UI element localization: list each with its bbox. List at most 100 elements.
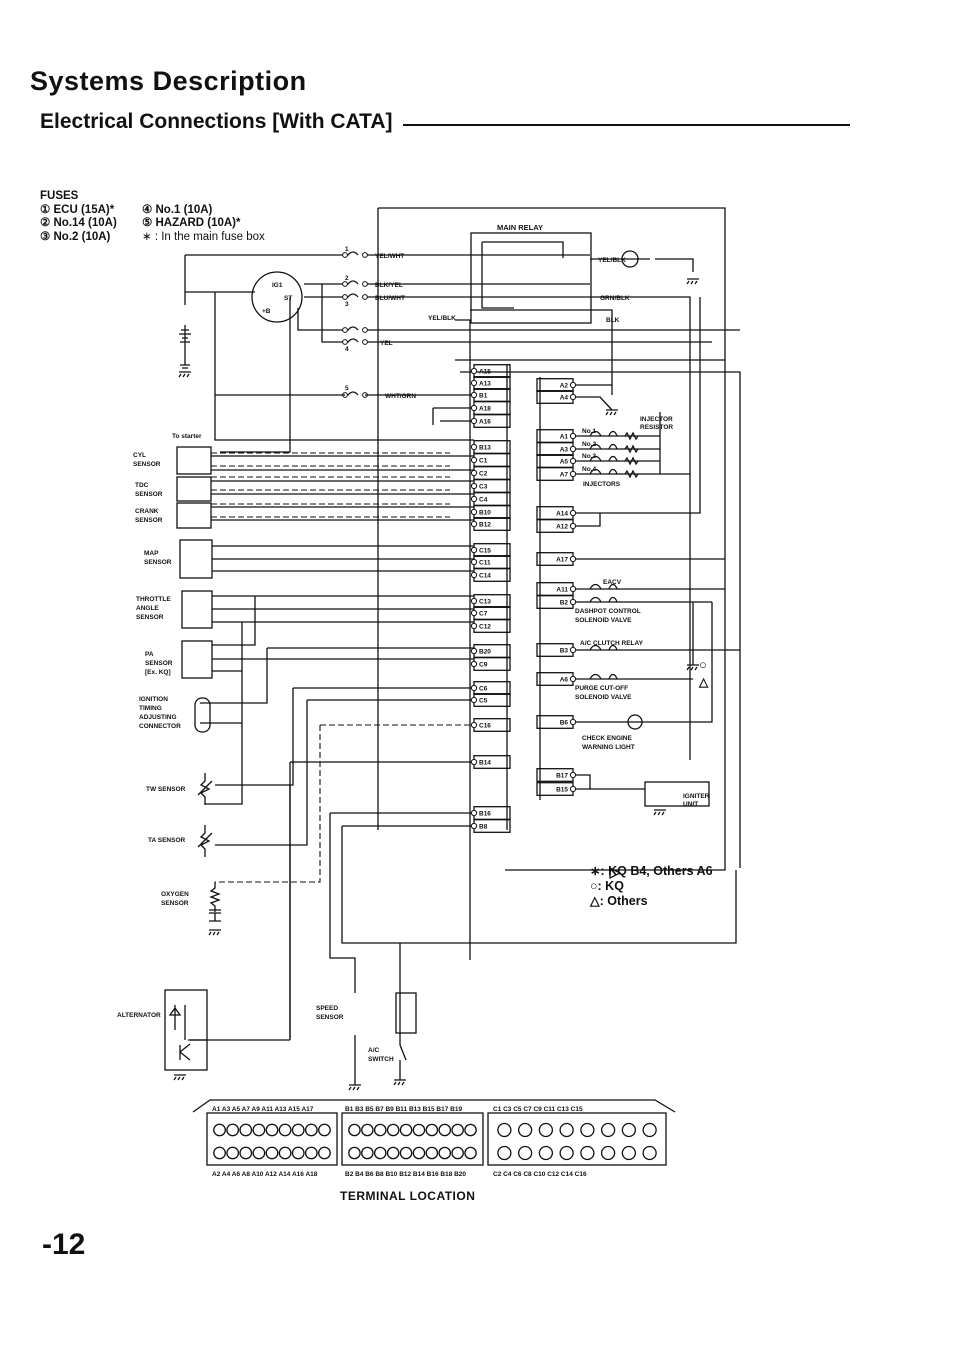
page-title: Systems Description xyxy=(30,66,307,96)
terminal-pin-icon xyxy=(470,822,478,830)
oxygen-sensor-label: SENSOR xyxy=(161,900,189,907)
terminal-pin-icon xyxy=(470,546,478,554)
connector-pin-icon xyxy=(265,1123,279,1137)
connector-pin-icon xyxy=(497,1145,512,1161)
connector-pin-icon xyxy=(318,1123,331,1137)
terminal-location-diagram: A1 A3 A5 A7 A9 A11 A13 A15 A17 A2 A4 A6 … xyxy=(192,1099,676,1178)
kq-circle-marker: ○ xyxy=(699,657,707,672)
connector-pin-icon xyxy=(348,1123,361,1137)
map-sensor-label: MAP xyxy=(144,550,159,557)
speed-sensor-icon xyxy=(395,992,417,1034)
crank-sensor-label: CRANK xyxy=(135,508,159,515)
connector-pin-icon xyxy=(373,1123,387,1137)
terminal-pin-icon xyxy=(470,809,478,817)
connector-pin-icon xyxy=(559,1122,574,1138)
fuse-icon xyxy=(345,338,359,343)
ecu-terminal-label: A3 xyxy=(560,447,569,454)
fuse-terminal-icon xyxy=(342,339,348,345)
terminal-row-label: C2 C4 C6 C8 C10 C12 C14 C16 xyxy=(493,1171,587,1178)
ac-switch-label: SWITCH xyxy=(368,1056,394,1063)
terminal-pin-icon xyxy=(470,758,478,766)
terminal-row-label: A2 A4 A6 A8 A10 A12 A14 A16 A18 xyxy=(212,1171,318,1178)
fuse-terminal-icon xyxy=(342,327,348,333)
ground-icon xyxy=(653,809,666,816)
solenoid-coil-icon xyxy=(589,596,618,603)
tdc-sensor-label: SENSOR xyxy=(135,491,163,498)
ground-icon xyxy=(686,664,699,671)
resistor-icon xyxy=(624,431,639,441)
fuse-terminal-icon xyxy=(342,252,348,258)
fuse-terminal-icon xyxy=(362,252,368,258)
terminal-pin-icon xyxy=(470,721,478,729)
ign-connector-label: TIMING xyxy=(139,705,162,712)
ecu-terminal-label: B16 xyxy=(479,811,491,818)
legend: ∗: KQ B4, Others A6 ○: KQ △: Others xyxy=(590,864,713,909)
ac-switch-label: A/C xyxy=(368,1047,380,1054)
ecu-terminal-label: A6 xyxy=(560,677,569,684)
pa-sensor-label: [Ex. KQ] xyxy=(145,669,171,676)
fuse-terminal-icon xyxy=(362,294,368,300)
injector-number: No.2 xyxy=(582,441,596,448)
igniter-label: IGNITER xyxy=(683,793,710,800)
terminal-pin-icon xyxy=(569,445,577,453)
connector-pin-icon xyxy=(226,1146,240,1160)
ground-icon xyxy=(686,278,699,285)
ecu-terminal-label: C14 xyxy=(479,573,491,580)
speed-sensor-label: SPEED xyxy=(316,1005,338,1012)
ecu-terminal-label: A16 xyxy=(479,419,491,426)
connector-pin-icon xyxy=(412,1123,426,1137)
oxygen-sensor-icon xyxy=(209,882,221,922)
ecu-terminal-label: B1 xyxy=(479,393,488,400)
ecu-connector-terminals: A15A13B1A18A16B13C1C2C3C4B10B12C15C11C14… xyxy=(470,364,577,833)
ecu-terminal-label: C16 xyxy=(479,723,491,730)
terminal-pin-icon xyxy=(470,367,478,375)
check-engine-label: CHECK ENGINE xyxy=(582,735,633,742)
terminal-pin-icon xyxy=(470,609,478,617)
ecu-terminal-label: C6 xyxy=(479,686,488,693)
ecu-terminal-label: B2 xyxy=(560,600,569,607)
cyl-sensor-label: CYL xyxy=(133,452,146,459)
crank-sensor-label: SENSOR xyxy=(135,517,163,524)
fuse-terminal-icon xyxy=(342,281,348,287)
b-label: +B xyxy=(262,308,271,315)
others-triangle-marker: △ xyxy=(698,675,709,689)
terminal-pin-icon xyxy=(470,520,478,528)
ac-switch-icon xyxy=(399,1044,407,1061)
wire-color-label: YEL xyxy=(380,340,393,347)
connector-pin-icon xyxy=(239,1123,253,1137)
sensor-box-icon xyxy=(181,640,213,679)
solenoid-coil-icon xyxy=(589,468,618,475)
ecu-terminal-label: A4 xyxy=(560,395,569,402)
ecu-terminal-label: A1 xyxy=(560,434,569,441)
ecu-terminal-label: B20 xyxy=(479,649,491,656)
fuse-list: FUSES ① ECU (15A)* ④ No.1 (10A) ② No.14 … xyxy=(40,190,342,244)
terminal-pin-icon xyxy=(470,443,478,451)
terminal-pin-icon xyxy=(470,684,478,692)
diode-icon xyxy=(609,866,622,880)
to-starter-label: To starter xyxy=(172,433,202,440)
connector-pin-icon xyxy=(291,1146,305,1160)
terminal-location-title: TERMINAL LOCATION xyxy=(340,1189,476,1203)
terminal-pin-icon xyxy=(569,771,577,779)
terminal-pin-icon xyxy=(470,417,478,425)
pa-sensor-label: PA xyxy=(145,651,154,658)
legend-item: △: Others xyxy=(590,894,648,908)
tw-sensor-label: TW SENSOR xyxy=(146,786,186,793)
wire-color-label: GRN/BLK xyxy=(600,295,630,302)
ign-connector-label: IGNITION xyxy=(139,696,168,703)
ecu-terminal-label: A18 xyxy=(479,406,491,413)
fuse-item: ⑤ HAZARD (10A)* xyxy=(142,217,241,229)
terminal-pin-icon xyxy=(470,597,478,605)
fuse-item: ④ No.1 (10A) xyxy=(142,203,213,216)
connector-pin-icon xyxy=(621,1122,637,1138)
connector-pin-icon xyxy=(621,1145,637,1161)
fuse-terminal-icon xyxy=(362,327,368,333)
sensor-box-icon xyxy=(176,446,212,475)
sensor-box-icon xyxy=(176,502,212,529)
wire-color-label: YEL/BLK xyxy=(428,315,456,322)
alternator-regulator-icon xyxy=(168,1005,207,1061)
fuse-icon xyxy=(345,280,359,285)
tw-thermistor-icon xyxy=(197,773,213,805)
connector-pin-icon xyxy=(438,1146,452,1160)
resistor-icon xyxy=(624,469,639,479)
